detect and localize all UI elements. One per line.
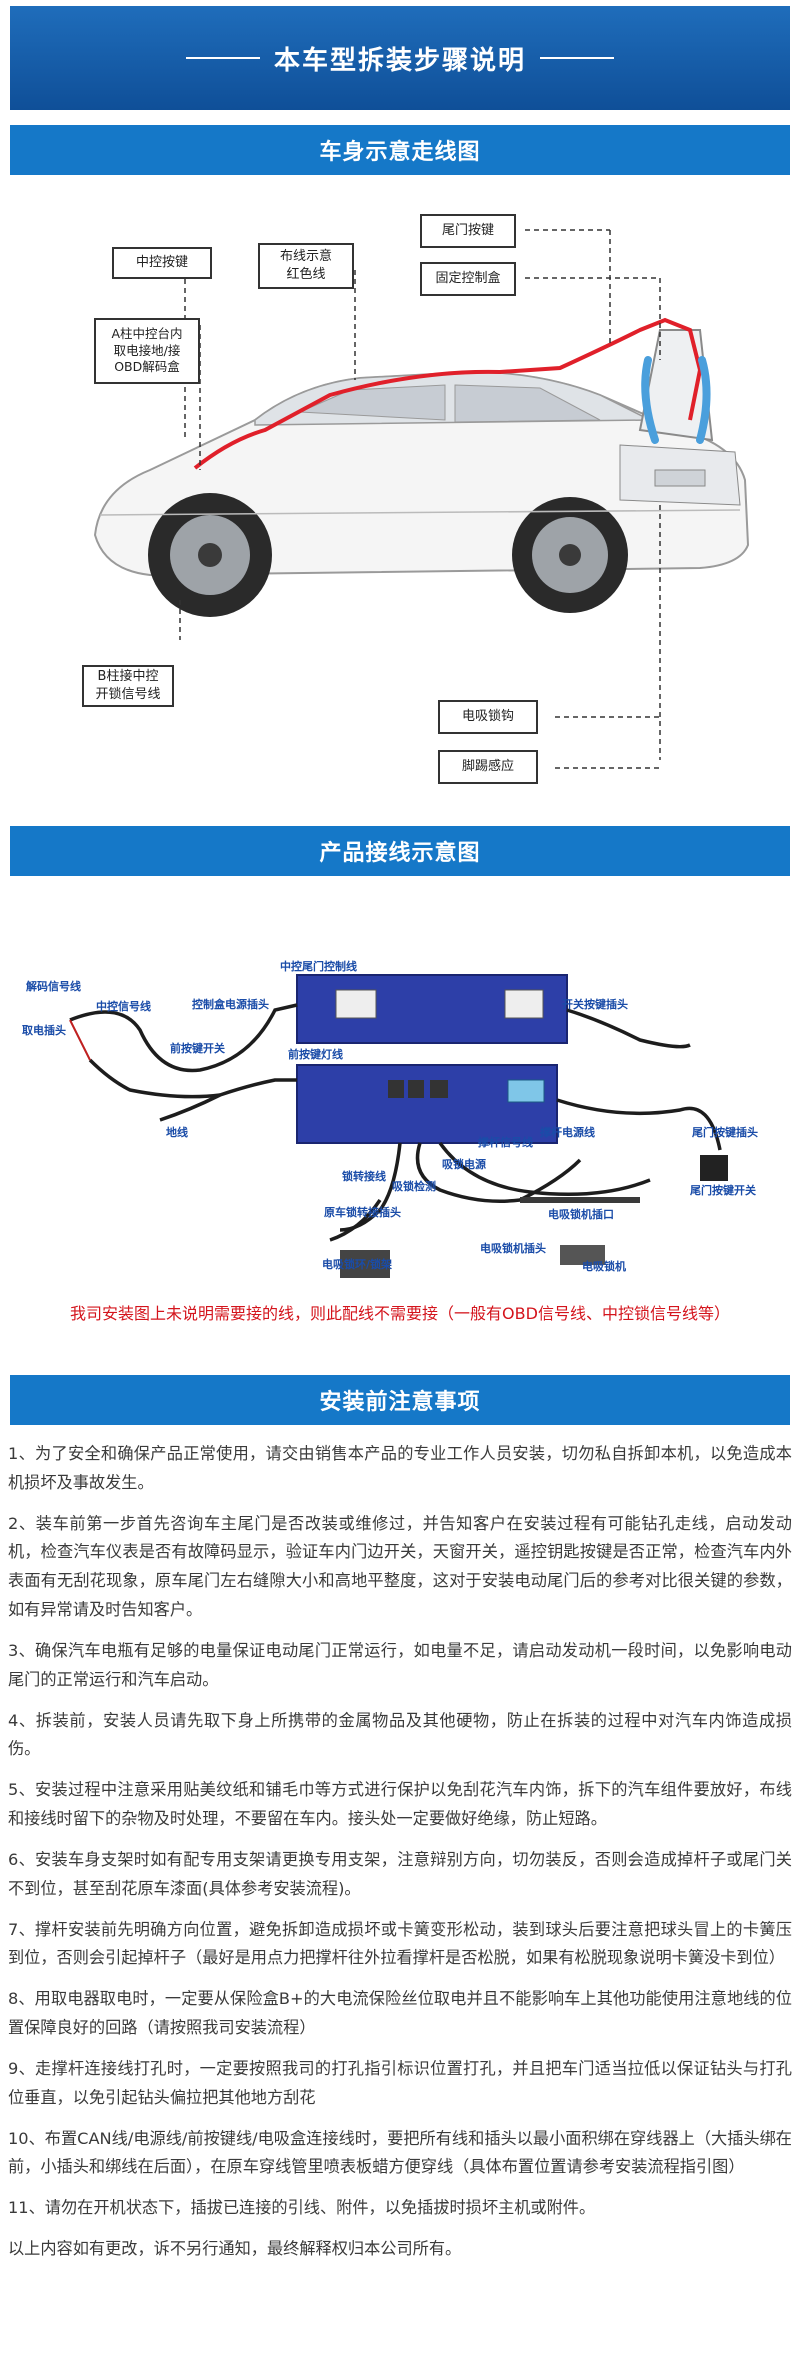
header-banner: 本车型拆装步骤说明 <box>10 6 790 110</box>
note-item: 4、拆装前，安装人员请先取下身上所携带的金属物品及其他硬物，防止在拆装的过程中对… <box>8 1710 792 1759</box>
car-wiring-diagram <box>93 229 750 769</box>
header-left-line <box>185 57 260 59</box>
callout-b-pillar: B柱接中控 开锁信号线 <box>82 665 174 707</box>
label-suction-power: 吸锁电源 <box>442 1158 486 1171</box>
label-control-box-power: 控制盒电源插头 <box>192 998 269 1011</box>
precautions-list: 1、为了安全和确保产品正常使用，请交由销售本产品的专业工作人员安装，切勿私自拆卸… <box>8 1440 792 2276</box>
callout-wire-diagram: 布线示意 红色线 <box>258 243 354 289</box>
suction-motor-part <box>560 1245 605 1265</box>
label-suction-detect: 吸锁检测 <box>392 1180 436 1193</box>
page-title: 本车型拆装步骤说明 <box>273 45 526 76</box>
car-illustration <box>93 329 750 617</box>
label-switch-button-plug: 开关按键插头 <box>562 998 628 1011</box>
tail-button-part <box>700 1155 728 1181</box>
note-item: 10、布置CAN线/电源线/前按键线/电吸盒连接线时，要把所有线和插头以最小面积… <box>8 2128 792 2177</box>
label-tail-button-switch: 尾门按键开关 <box>690 1184 756 1197</box>
section-title-product-wiring: 产品接线示意图 <box>10 826 790 876</box>
callout-center-control-button: 中控按键 <box>112 247 212 279</box>
label-center-signal: 中控信号线 <box>96 1000 151 1013</box>
label-lock-tongue: 锁转接线 <box>342 1170 386 1183</box>
label-original-lock: 原车锁转接插头 <box>324 1206 401 1219</box>
harness-wires <box>69 1003 722 1242</box>
callout-a-pillar: A柱中控台内 取电接地/接 OBD解码盒 <box>94 318 200 384</box>
section-title-precautions: 安装前注意事项 <box>10 1375 790 1425</box>
label-power-plug: 取电插头 <box>22 1024 66 1037</box>
callout-electric-suction-lock: 电吸锁钩 <box>438 700 538 734</box>
product-wiring-diagram <box>69 974 728 1278</box>
label-ground: 地线 <box>166 1126 188 1139</box>
label-tail-button-plug: 尾门按键插头 <box>692 1126 758 1139</box>
note-item: 7、撑杆安装前先明确方向位置，避免拆卸造成损坏或卡簧变形松动，装到球头后要注意把… <box>8 1919 792 1968</box>
note-item: 11、请勿在开机状态下，插拔已连接的引线、附件，以免插拔时损坏主机或附件。 <box>8 2198 596 2218</box>
note-item: 5、安装过程中注意采用贴美纹纸和铺毛巾等方式进行保护以免刮花汽车内饰，拆下的汽车… <box>8 1780 792 1829</box>
left-strut <box>641 356 659 444</box>
label-front-button-switch: 前按键开关 <box>170 1042 225 1055</box>
label-strut-signal: 撑杆信号线 <box>478 1136 533 1149</box>
note-item: 3、确保汽车电瓶有足够的电量保证电动尾门正常运行，如电量不足，请启动发动机一段时… <box>8 1640 792 1689</box>
label-center-tail-control: 中控尾门控制线 <box>280 960 357 973</box>
callout-foot-kick-sensor: 脚踢感应 <box>438 750 538 784</box>
wiring-warning: 我司安装图上未说明需要接的线，则此配线不需要接（一般有OBD信号线、中控锁信号线… <box>70 1304 730 1323</box>
label-suction-motor: 电吸锁机 <box>582 1260 626 1273</box>
note-item: 6、安装车身支架时如有配专用支架请更换专用支架，注意辩别方向，切勿装反，否则会造… <box>8 1849 792 1898</box>
suction-ring-part <box>340 1250 390 1278</box>
control-box-bottom <box>296 1064 558 1144</box>
note-item: 8、用取电器取电时，一定要从保险盒B+的大电流保险丝位取电并且不能影响车上其他功… <box>8 1989 792 2038</box>
label-suction-motor-port: 电吸锁机插口 <box>548 1208 614 1221</box>
note-item: 1、为了安全和确保产品正常使用，请交由销售本产品的专业工作人员安装，切勿私自拆卸… <box>8 1444 792 1492</box>
section-title-body-wiring: 车身示意走线图 <box>10 125 790 175</box>
note-item: 9、走撑杆连接线打孔时，一定要按照我司的打孔指引标识位置打孔，并且把车门适当拉低… <box>8 2058 792 2107</box>
red-wire-route <box>193 317 703 470</box>
right-strut <box>696 356 711 444</box>
callout-tailgate-button: 尾门按键 <box>420 214 516 248</box>
note-item: 2、装车前第一步首先咨询车主尾门是否改装或维修过，并告知客户在安装过程有可能钻孔… <box>8 1513 792 1620</box>
header-right-line <box>540 57 614 59</box>
label-decode-signal: 解码信号线 <box>26 980 81 993</box>
label-suction-ring: 电吸锁环/锁架 <box>322 1258 393 1271</box>
label-suction-motor-plug: 电吸锁机插头 <box>480 1242 546 1255</box>
label-strut-power: 撑杆电源线 <box>540 1126 595 1139</box>
label-front-button-light: 前按键灯线 <box>288 1048 343 1061</box>
note-footer: 以上内容如有更改，诉不另行通知，最终解释权归本公司所有。 <box>8 2239 462 2259</box>
callout-fixed-control-box: 固定控制盒 <box>420 262 516 296</box>
